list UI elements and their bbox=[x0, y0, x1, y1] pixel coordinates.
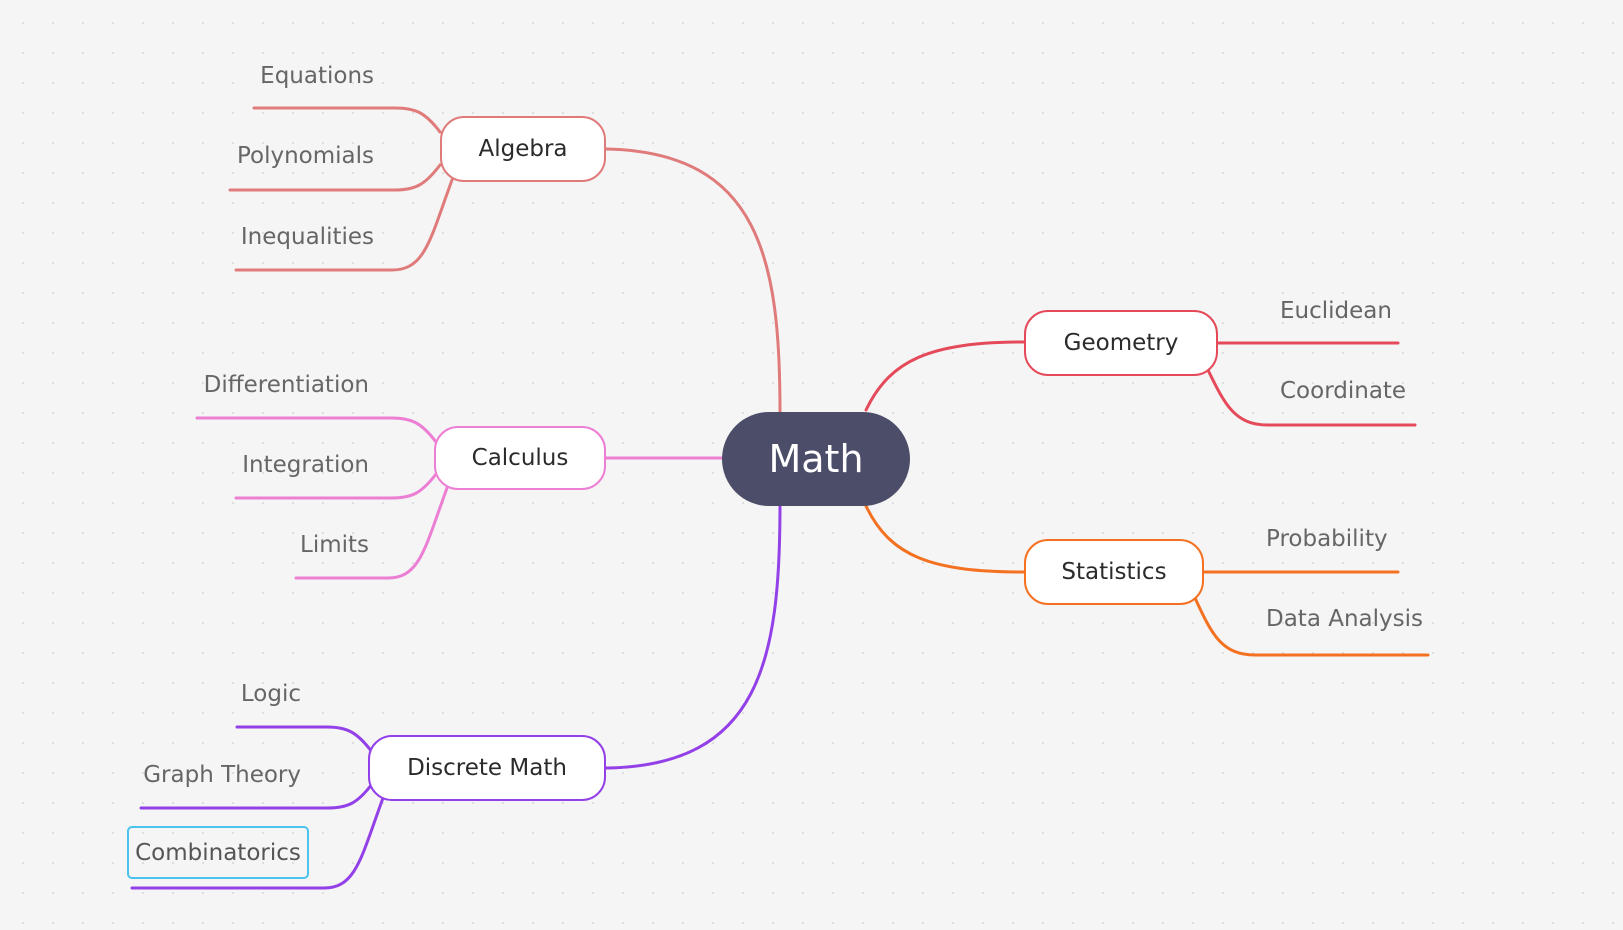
subtopic-integration[interactable]: Integration bbox=[236, 447, 369, 483]
subtopic-probability[interactable]: Probability bbox=[1266, 521, 1416, 557]
subtopic-combinatorics-label: Combinatorics bbox=[135, 839, 301, 866]
topic-calculus-label: Calculus bbox=[471, 445, 569, 471]
subtopic-limits-label: Limits bbox=[300, 532, 369, 558]
topic-algebra-label: Algebra bbox=[478, 136, 568, 162]
root-topic-label: Math bbox=[768, 437, 864, 481]
link-math-statistics bbox=[864, 504, 1026, 574]
link-calculus-limits bbox=[294, 486, 449, 580]
link-math-algebra bbox=[604, 147, 782, 414]
subtopic-inequalities-label: Inequalities bbox=[240, 224, 374, 250]
topic-statistics[interactable]: Statistics bbox=[1024, 539, 1204, 605]
link-calculus-integration bbox=[234, 472, 438, 500]
link-algebra-equations bbox=[252, 106, 442, 134]
subtopic-data-analysis[interactable]: Data Analysis bbox=[1266, 601, 1436, 637]
subtopic-inequalities[interactable]: Inequalities bbox=[236, 219, 374, 255]
subtopic-differentiation-label: Differentiation bbox=[203, 372, 369, 398]
subtopic-combinatorics[interactable]: Combinatorics bbox=[127, 826, 309, 879]
subtopic-integration-label: Integration bbox=[242, 452, 369, 478]
subtopic-differentiation[interactable]: Differentiation bbox=[197, 367, 369, 403]
link-statistics-data-analysis bbox=[1193, 596, 1430, 657]
subtopic-polynomials[interactable]: Polynomials bbox=[230, 138, 374, 174]
link-algebra-inequalities bbox=[234, 178, 454, 272]
link-math-geometry bbox=[864, 340, 1026, 412]
subtopic-coordinate[interactable]: Coordinate bbox=[1280, 373, 1430, 409]
subtopic-equations-label: Equations bbox=[260, 63, 374, 89]
subtopic-polynomials-label: Polynomials bbox=[236, 143, 374, 169]
link-math-discrete bbox=[604, 503, 782, 770]
root-topic-math[interactable]: Math bbox=[722, 412, 910, 506]
subtopic-data-analysis-label: Data Analysis bbox=[1266, 606, 1423, 632]
subtopic-graph-theory-label: Graph Theory bbox=[143, 762, 301, 788]
subtopic-logic[interactable]: Logic bbox=[237, 676, 301, 712]
subtopic-euclidean[interactable]: Euclidean bbox=[1280, 293, 1420, 329]
subtopic-euclidean-label: Euclidean bbox=[1280, 298, 1392, 324]
subtopic-graph-theory[interactable]: Graph Theory bbox=[141, 757, 301, 793]
link-calculus-differentiation bbox=[195, 416, 438, 444]
subtopic-equations[interactable]: Equations bbox=[254, 58, 374, 94]
topic-statistics-label: Statistics bbox=[1061, 559, 1167, 585]
topic-calculus[interactable]: Calculus bbox=[434, 426, 606, 490]
topic-geometry-label: Geometry bbox=[1063, 330, 1179, 356]
topic-algebra[interactable]: Algebra bbox=[440, 116, 606, 182]
topic-discrete-math-label: Discrete Math bbox=[407, 755, 567, 781]
topic-geometry[interactable]: Geometry bbox=[1024, 310, 1218, 376]
link-discrete-graph-theory bbox=[139, 782, 374, 810]
link-geometry-coordinate bbox=[1206, 368, 1417, 427]
subtopic-probability-label: Probability bbox=[1266, 526, 1388, 552]
subtopic-coordinate-label: Coordinate bbox=[1280, 378, 1407, 404]
topic-discrete-math[interactable]: Discrete Math bbox=[368, 735, 606, 801]
subtopic-logic-label: Logic bbox=[240, 681, 301, 707]
subtopic-limits[interactable]: Limits bbox=[296, 527, 369, 563]
link-discrete-combinatorics bbox=[130, 796, 385, 890]
link-algebra-polynomials bbox=[228, 163, 442, 192]
link-discrete-logic bbox=[235, 725, 374, 754]
